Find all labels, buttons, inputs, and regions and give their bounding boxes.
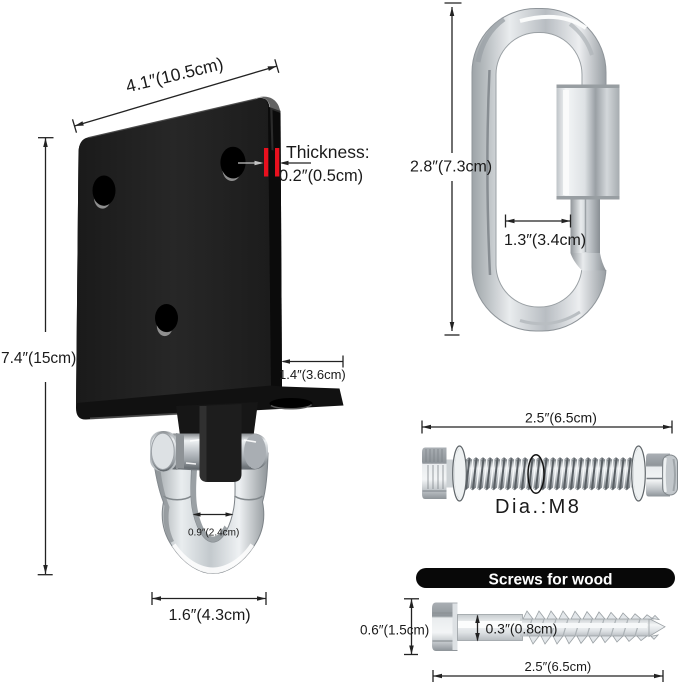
svg-text:0.3″(0.8cm): 0.3″(0.8cm) — [486, 621, 558, 637]
svg-text:1.6″(4.3cm): 1.6″(4.3cm) — [169, 607, 251, 624]
svg-text:Dia.:M8: Dia.:M8 — [495, 496, 581, 518]
svg-text:0.9″(2.4cm): 0.9″(2.4cm) — [188, 528, 239, 539]
svg-text:2.8″(7.3cm): 2.8″(7.3cm) — [410, 159, 492, 176]
svg-text:7.4″(15cm): 7.4″(15cm) — [1, 350, 76, 367]
svg-text:4.1″(10.5cm): 4.1″(10.5cm) — [124, 53, 225, 96]
svg-text:2.5″(6.5cm): 2.5″(6.5cm) — [525, 410, 597, 426]
svg-text:1.3″(3.4cm): 1.3″(3.4cm) — [504, 232, 586, 249]
svg-text:0.6″(1.5cm): 0.6″(1.5cm) — [360, 623, 429, 638]
svg-text:2.5″(6.5cm): 2.5″(6.5cm) — [525, 659, 592, 674]
svg-text:Thickness:: Thickness: — [286, 142, 370, 162]
svg-text:Screws for wood: Screws for wood — [488, 572, 612, 589]
svg-text:0.2″(0.5cm): 0.2″(0.5cm) — [279, 167, 363, 185]
svg-text:1.4″(3.6cm): 1.4″(3.6cm) — [279, 367, 346, 382]
